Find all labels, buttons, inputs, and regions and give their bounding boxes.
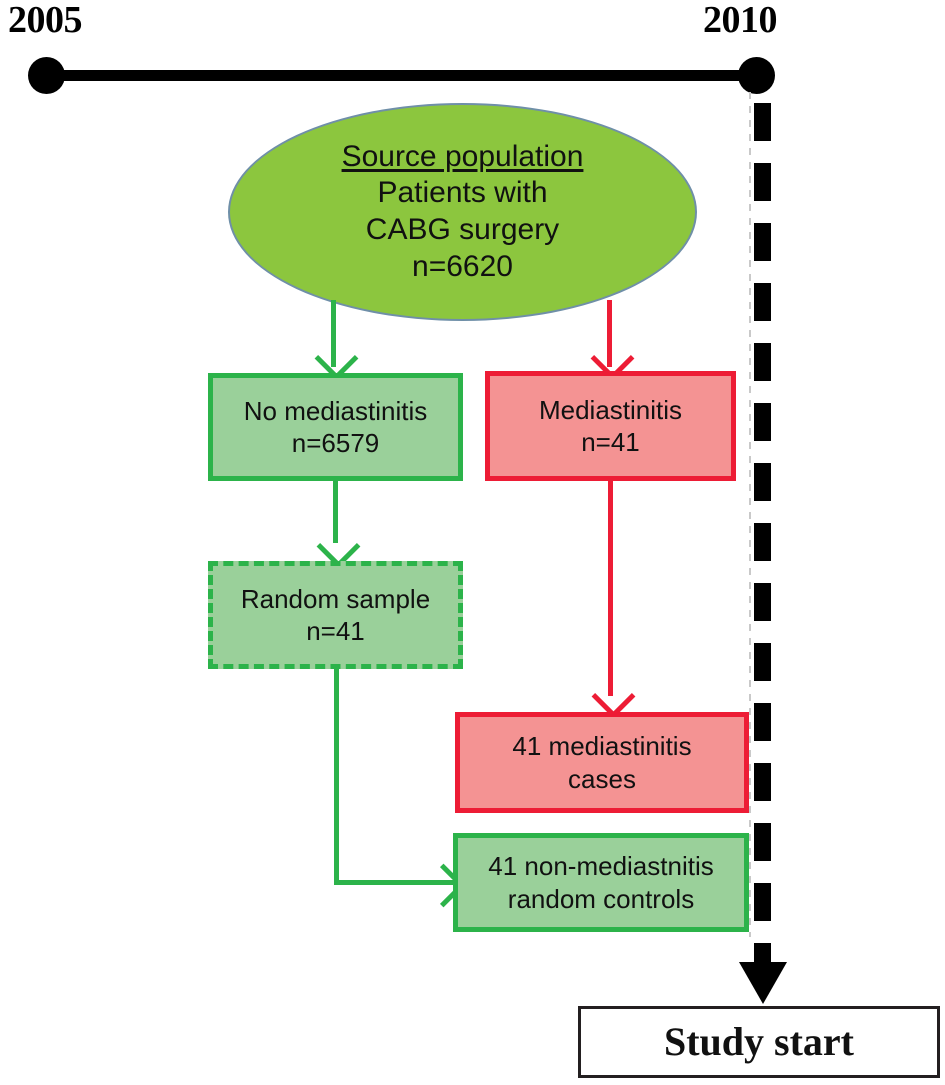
- edge-no-mediastinitis-to-random-sample: [333, 481, 338, 543]
- random-sample-count: n=41: [306, 616, 365, 646]
- timeline-start-dot-icon: [28, 57, 65, 94]
- cases-line1: 41 mediastinitis: [512, 731, 692, 762]
- timeline-bar: [46, 70, 758, 81]
- node-mediastinitis-cases[interactable]: 41 mediastinitis cases: [455, 712, 749, 813]
- mediastinitis-label: Mediastinitis: [538, 394, 683, 425]
- study-start-dashed-line: [754, 103, 771, 965]
- source-population-line1: Patients with: [377, 176, 548, 210]
- edge-source-to-no-mediastinitis: [331, 300, 336, 367]
- no-mediastinitis-count: n=6579: [291, 428, 380, 458]
- node-random-sample[interactable]: Random sample n=41: [208, 561, 463, 669]
- study-start-label: Study start: [663, 1019, 855, 1065]
- timeline-guide-line: [749, 92, 751, 937]
- cases-line2: cases: [568, 763, 636, 794]
- edge-random-sample-vertical: [334, 668, 339, 884]
- timeline-end-dot-icon: [738, 57, 775, 94]
- source-population-header: Source population: [341, 139, 584, 173]
- node-source-population[interactable]: Source population Patients with CABG sur…: [228, 103, 697, 321]
- node-no-mediastinitis[interactable]: No mediastinitis n=6579: [208, 373, 463, 481]
- edge-source-to-mediastinitis: [607, 300, 612, 367]
- timeline-year-start: 2005: [8, 0, 83, 41]
- study-start-arrowhead-icon: [739, 962, 787, 1004]
- controls-line1: 41 non-mediastnitis: [488, 851, 714, 882]
- source-population-count: n=6620: [412, 249, 513, 283]
- edge-mediastinitis-to-cases: [608, 481, 613, 696]
- random-sample-label: Random sample: [240, 583, 431, 614]
- controls-line2: random controls: [507, 883, 695, 914]
- node-random-controls[interactable]: 41 non-mediastnitis random controls: [453, 833, 749, 932]
- timeline-year-end: 2010: [703, 0, 778, 41]
- node-study-start[interactable]: Study start: [578, 1006, 940, 1078]
- mediastinitis-count: n=41: [581, 427, 640, 457]
- no-mediastinitis-label: No mediastinitis: [243, 395, 428, 426]
- node-mediastinitis[interactable]: Mediastinitis n=41: [485, 371, 736, 481]
- source-population-line2: CABG surgery: [365, 213, 560, 246]
- edge-random-sample-horizontal: [334, 880, 460, 885]
